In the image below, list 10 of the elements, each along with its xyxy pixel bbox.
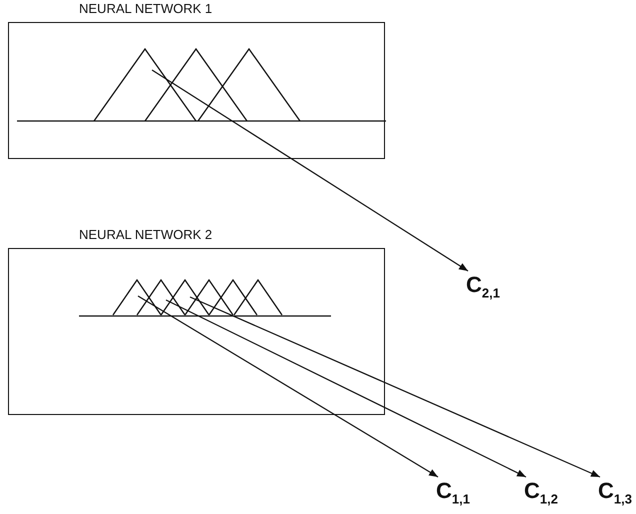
panel-heading: NEURAL NETWORK 2 (79, 227, 212, 242)
panel-heading: NEURAL NETWORK 1 (79, 1, 212, 16)
coefficient-label: C$_{2,1}$ (466, 274, 500, 300)
coefficient-label: C$_{1,2}$ (524, 480, 558, 506)
coefficient-label: C$_{1,1}$ (436, 480, 470, 506)
arrow (190, 296, 600, 478)
coefficient-label: C$_{1,3}$ (598, 480, 632, 506)
arrow (166, 299, 526, 478)
arrow (152, 70, 468, 272)
arrow (138, 295, 438, 478)
